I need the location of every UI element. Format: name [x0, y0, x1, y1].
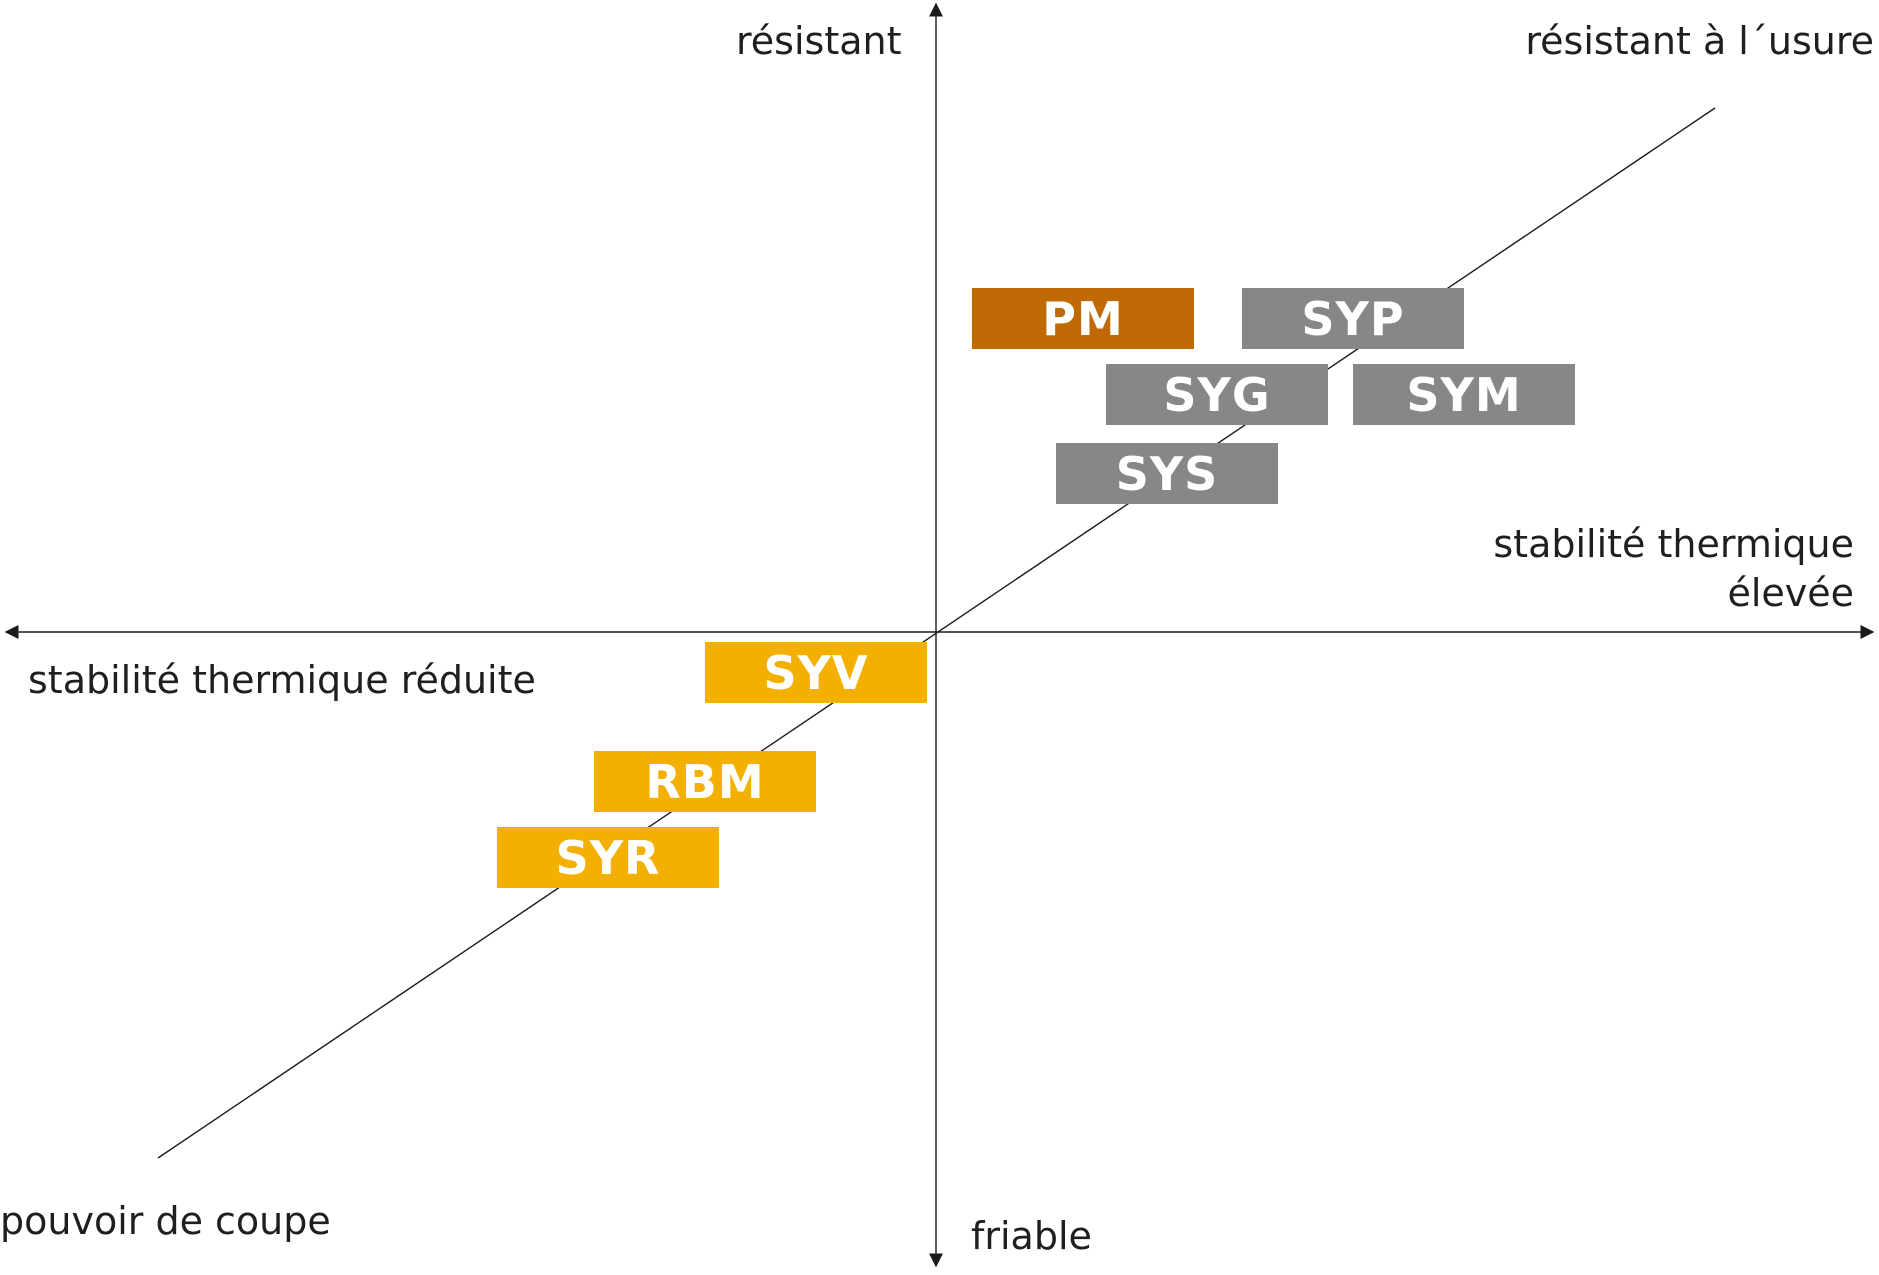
box-syp: SYP — [1242, 288, 1464, 349]
box-rbm: RBM — [594, 751, 816, 812]
label-right: stabilité thermique élevée — [1493, 522, 1854, 616]
box-sym-label: SYM — [1406, 367, 1522, 422]
box-syr: SYR — [497, 827, 719, 888]
label-left: stabilité thermique réduite — [28, 658, 536, 702]
label-bottom-left: pouvoir de coupe — [0, 1199, 331, 1243]
box-rbm-label: RBM — [645, 754, 765, 809]
box-pm-label: PM — [1042, 291, 1124, 346]
label-top: résistant — [736, 19, 902, 63]
box-syr-label: SYR — [555, 830, 661, 885]
box-syg-label: SYG — [1163, 367, 1271, 422]
box-sys-label: SYS — [1115, 446, 1219, 501]
box-sys: SYS — [1056, 443, 1278, 504]
box-pm: PM — [972, 288, 1194, 349]
box-syp-label: SYP — [1301, 291, 1405, 346]
box-sym: SYM — [1353, 364, 1575, 425]
label-bottom: friable — [971, 1214, 1092, 1258]
box-syv-label: SYV — [763, 645, 869, 700]
label-top-right: résistant à l´usure — [1525, 19, 1874, 63]
box-syg: SYG — [1106, 364, 1328, 425]
box-syv: SYV — [705, 642, 927, 703]
